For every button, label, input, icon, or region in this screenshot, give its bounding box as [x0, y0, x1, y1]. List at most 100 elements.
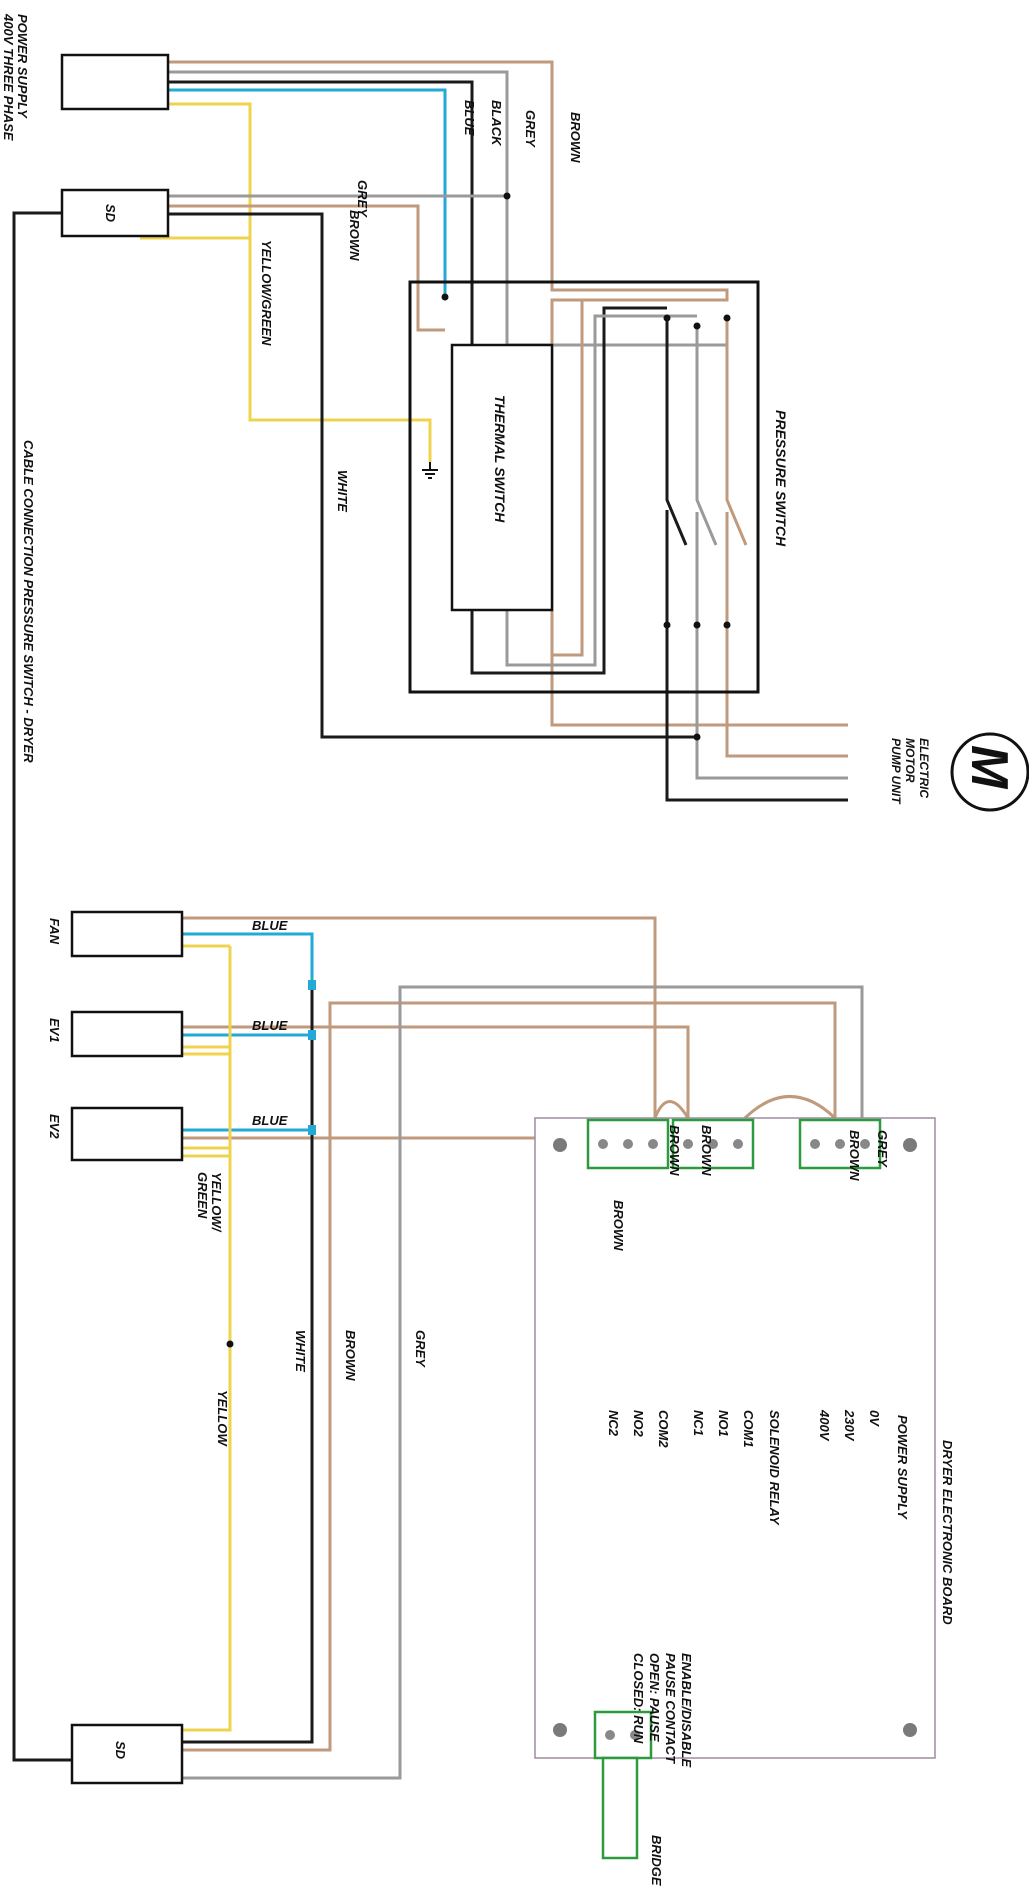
label-yellowgreen-top: YELLOW/GREEN [259, 240, 274, 346]
label-brown-400: BROWN [847, 1130, 862, 1181]
label-brown-ps: BROWN [568, 112, 583, 163]
power-supply-title-1: POWER SUPPLY [15, 14, 30, 119]
label-grey-sd: GREY [355, 180, 370, 218]
terminal-pause-contact [593, 1710, 653, 1860]
board-title: DRYER ELECTRONIC BOARD [940, 1440, 955, 1625]
jumper-com1-400v [743, 1095, 837, 1120]
label-brown-sd: BROWN [347, 210, 362, 261]
label-blue-fan: BLUE [252, 918, 288, 933]
terminal-screw [623, 1139, 633, 1149]
junction-dot [723, 314, 731, 322]
pin-nc1: NC1 [691, 1410, 706, 1436]
junction-dot [226, 1340, 234, 1348]
terminal-screw [598, 1139, 608, 1149]
pause-contact-3: OPEN: PAUSE [647, 1653, 662, 1742]
wire-white-bottom [182, 986, 314, 1744]
wire-blue-power [138, 88, 447, 297]
blue-node [308, 1030, 316, 1040]
label-blue-ev2: BLUE [252, 1113, 288, 1128]
sd-top-box [60, 188, 170, 238]
label-brown-nc1: BROWN [699, 1125, 714, 1176]
wire-brown-fan [182, 916, 657, 1118]
contact-2 [695, 326, 848, 780]
terminal-screw [648, 1139, 658, 1149]
junction-dot [503, 192, 511, 200]
wire-black-power [138, 80, 474, 345]
wire-ps-black [470, 306, 667, 675]
wire-brown-sd [140, 204, 445, 332]
label-white-bottom: WHITE [293, 1330, 308, 1372]
bridge-jumper [601, 1756, 639, 1860]
wire-grey-sd-bottom [182, 985, 864, 1780]
wire-yellowgreen-power [138, 102, 432, 462]
terminal-block [593, 1710, 653, 1760]
pin-nc2: NC2 [606, 1410, 621, 1437]
label-yellow-bottom: YELLOW [215, 1390, 230, 1447]
motor-label-1: ELECTRIC [917, 738, 931, 798]
terminal-screw [605, 1730, 615, 1740]
terminal-screw [683, 1139, 693, 1149]
terminal-screw [860, 1139, 870, 1149]
junction-dot [693, 733, 701, 741]
sd-top-label: SD [103, 204, 118, 223]
ev1-label: EV1 [47, 1018, 62, 1043]
pressure-switch-label: PRESSURE SWITCH [773, 410, 789, 547]
dryer-board [534, 1117, 936, 1759]
sd-bottom-label: SD [113, 1741, 128, 1760]
pin-0v: 0V [867, 1410, 882, 1427]
sd-bottom-box [70, 1723, 184, 1785]
contact-1 [665, 318, 848, 802]
label-brown-com2: BROWN [667, 1125, 682, 1176]
wire-brown-sd-bottom [182, 1001, 837, 1752]
label-blue-ps: BLUE [462, 100, 477, 136]
pin-400v: 400V [817, 1409, 832, 1442]
pin-no1: NO1 [716, 1410, 731, 1437]
labels: POWER SUPPLY 400V THREE PHASE SD BLUE BL… [1, 13, 1018, 1886]
terminal-screw [810, 1139, 820, 1149]
wire-ps-grey [505, 314, 697, 667]
ev2-box [70, 1106, 184, 1162]
label-brown-ev2: BROWN [611, 1200, 626, 1251]
wire-black-cable [12, 211, 73, 1762]
contact-3 [725, 318, 848, 758]
junction-dot [663, 621, 671, 629]
power-supply-title-2: 400V THREE PHASE [1, 13, 16, 141]
wire-yellow-bottom [182, 946, 232, 1732]
junction-dot [693, 322, 701, 330]
junction-dot [663, 314, 671, 322]
board-screws [553, 1138, 917, 1737]
ev1-box [70, 1010, 184, 1058]
terminal-screw [835, 1139, 845, 1149]
motor-label-3: PUMP UNIT [889, 738, 903, 805]
motor-label-2: MOTOR [903, 738, 917, 783]
bridge-label: BRIDGE [649, 1835, 664, 1886]
fan-box [70, 910, 184, 958]
motor-symbol: M [960, 745, 1018, 790]
blue-node [308, 1125, 316, 1135]
pin-com1: COM1 [741, 1410, 756, 1448]
terminal-screw [708, 1139, 718, 1149]
wire-grey-power [138, 70, 729, 347]
wire-blue-fan [182, 932, 314, 986]
label-blue-ev1: BLUE [252, 1018, 288, 1033]
cable-caption: CABLE CONNECTION PRESSURE SWITCH - DRYER [21, 440, 36, 763]
label-grey-ps: GREY [523, 110, 538, 148]
junction-dot [693, 621, 701, 629]
pause-contact-1: ENABLE/DISABLE [679, 1653, 694, 1767]
pin-no2: NO2 [631, 1410, 646, 1438]
junction-dot [441, 293, 449, 301]
solenoid-relay-title: SOLENOID RELAY [767, 1410, 782, 1526]
board-power-supply-title: POWER SUPPLY [895, 1415, 910, 1520]
thermal-switch-label: THERMAL SWITCH [492, 395, 508, 523]
screw [903, 1138, 917, 1152]
wire-ps-brown [550, 298, 727, 657]
label-black-ps: BLACK [489, 100, 504, 147]
fan-label: FAN [47, 918, 62, 945]
pin-com2: COM2 [656, 1410, 671, 1448]
pressure-switch-frame [408, 280, 760, 694]
terminal-power-supply [798, 1118, 882, 1170]
wire-brown-ev1 [182, 1025, 690, 1118]
pin-230v: 230V [842, 1409, 857, 1442]
pressure-switch-wires [470, 298, 848, 802]
label-grey-board: GREY [875, 1130, 890, 1168]
